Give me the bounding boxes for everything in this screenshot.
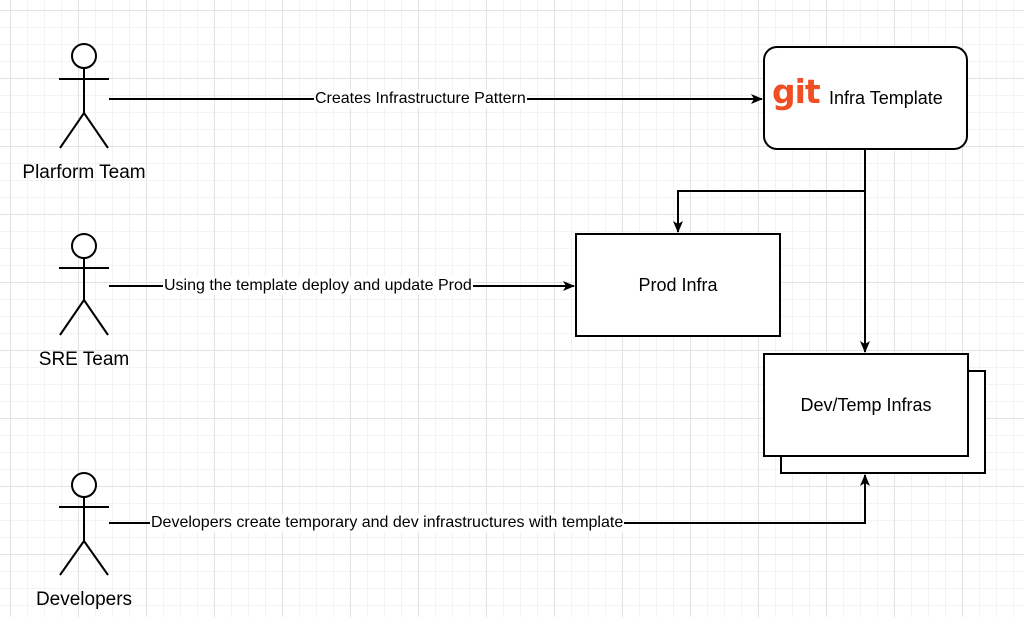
platform-team-label: Plarform Team <box>22 162 146 183</box>
sre-team-actor-icon <box>59 233 109 336</box>
edge-label-developers-create: Developers create temporary and dev infr… <box>150 514 625 532</box>
prod-infra-node[interactable]: Prod Infra <box>575 233 781 337</box>
dev-temp-infras-label: Dev/Temp Infras <box>800 394 932 415</box>
edge-label-creates-pattern: Creates Infrastructure Pattern <box>314 90 527 108</box>
dev-temp-infras-node[interactable]: Dev/Temp Infras <box>763 353 969 457</box>
edge-template-to-prod <box>673 150 866 233</box>
developers-label: Developers <box>35 589 133 610</box>
platform-team-actor-icon <box>59 43 109 149</box>
infra-template-label: Infra Template <box>829 88 943 108</box>
prod-infra-label: Prod Infra <box>638 274 718 295</box>
developers-actor-icon <box>59 472 109 576</box>
edge-label-sre-deploy: Using the template deploy and update Pro… <box>163 277 473 295</box>
sre-team-label: SRE Team <box>38 349 130 370</box>
git-logo-icon: git <box>772 72 821 111</box>
infra-template-node[interactable]: git Infra Template <box>763 46 968 150</box>
